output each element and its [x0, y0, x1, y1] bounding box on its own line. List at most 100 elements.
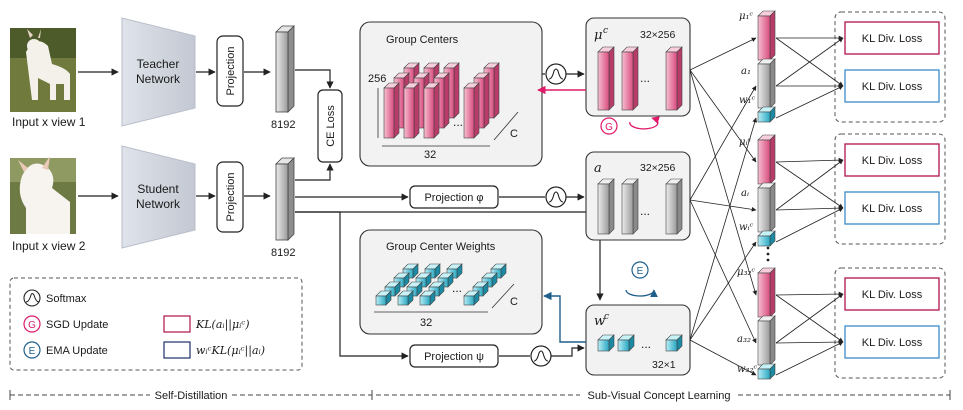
projection-psi-box: Projection ψ — [409, 344, 499, 368]
student-network-line2: Network — [136, 197, 181, 211]
stack-mu-vector — [757, 134, 776, 185]
mu-panel-ellipsis: ... — [640, 71, 650, 85]
label-mu32: μ₃₂ᶜ — [737, 267, 756, 278]
fan-line — [689, 199, 757, 212]
a-panel-bars — [597, 178, 683, 235]
projection-phi-box: Projection φ — [409, 185, 499, 209]
label-mu1: μ₁ᶜ — [739, 11, 754, 22]
kl-input-line — [775, 37, 844, 87]
w-panel-sup: c — [604, 312, 609, 322]
fan-line — [689, 69, 757, 163]
group-centers-256: 256 — [368, 73, 386, 85]
stack-w-vector — [757, 363, 776, 380]
mu-panel-size: 32×256 — [640, 29, 675, 41]
kl-loss-box-red — [844, 277, 940, 311]
ce-loss-box: CE Loss — [317, 89, 343, 163]
mu-bar — [665, 46, 683, 111]
group-centers-ellipsis: ... — [453, 115, 463, 129]
a-panel-size: 32×256 — [640, 162, 675, 174]
kl-input-line — [775, 341, 844, 376]
stack-mu-vector — [757, 267, 776, 318]
kl-input-line — [775, 294, 844, 343]
ema-badge-letter: E — [637, 266, 644, 277]
footer-sub-visual: Sub-Visual Concept Learning — [588, 390, 731, 402]
teacher-projection-box: Projection — [216, 35, 244, 107]
kl-loss-label-blue: KL Div. Loss — [862, 337, 923, 349]
vector-stacks — [757, 10, 776, 380]
sgd-cycle-icon — [629, 116, 660, 130]
group-centers-c: C — [510, 128, 518, 140]
softmax-icon-mu — [542, 63, 585, 85]
w-panel-cubes — [597, 334, 683, 352]
fan-out-lines — [689, 35, 844, 376]
mu-panel-sup: c — [603, 26, 608, 36]
legend-box — [9, 277, 303, 371]
kl-input-line — [775, 157, 844, 163]
weights-c: C — [510, 296, 518, 308]
stack-continuation-dots — [766, 246, 770, 262]
fan-line — [689, 241, 757, 341]
mu-panel-symbol: μ — [594, 28, 602, 43]
input-view1-label: Input x view 1 — [12, 115, 86, 129]
sgd-badge: G — [600, 117, 618, 135]
softmax-icon-a — [499, 186, 585, 208]
teacher-network: Teacher Network — [121, 17, 196, 127]
stack-w-vector — [757, 106, 776, 123]
kl-loss-label-red: KL Div. Loss — [862, 33, 923, 45]
stack-a-vector — [757, 315, 776, 366]
legend-ema-label: EMA Update — [46, 345, 108, 357]
mu-bar — [621, 46, 639, 111]
kl-loss-label-blue: KL Div. Loss — [862, 81, 923, 93]
group-centers-title: Group Centers — [386, 34, 459, 46]
ema-cycle-icon — [625, 289, 658, 298]
group-center-weight-cube — [463, 290, 480, 306]
kl-loss-box-blue — [844, 191, 940, 225]
kl-input-line — [775, 205, 844, 211]
legend-sgd-icon: G — [23, 315, 41, 333]
w-panel-symbol: w — [594, 314, 605, 329]
w-panel-size: 32×1 — [652, 359, 676, 371]
a-bar — [665, 178, 683, 235]
input-image-view2 — [10, 156, 76, 234]
w-cube — [617, 334, 635, 352]
legend-kl-red-label: KL(aᵢ||μᵢᶜ) — [195, 318, 250, 332]
legend-sgd-letter: G — [28, 320, 36, 331]
weights-32: 32 — [420, 317, 432, 329]
softmax-icon-w — [499, 344, 585, 367]
group-center-weight-cube — [375, 290, 392, 306]
teacher-feature-vector — [275, 25, 295, 113]
label-wi: wᵢᶜ — [739, 222, 754, 233]
legend-softmax-icon — [23, 289, 41, 307]
kl-loss-label-blue: KL Div. Loss — [862, 203, 923, 215]
legend-sgd-label: SGD Update — [46, 319, 108, 331]
mu-panel-bars — [597, 46, 683, 111]
fan-line — [689, 85, 757, 201]
arrow-teacher-ce — [295, 69, 334, 89]
label-a1: a₁ — [741, 66, 751, 77]
student-feature-vector — [275, 157, 295, 241]
kl-loss-groups: KL Div. Loss KL Div. Loss KL Div. Loss KL D… — [834, 11, 946, 379]
footer-self-distillation: Self-Distillation — [155, 390, 228, 402]
footer-bracket — [9, 390, 951, 400]
label-ai: aᵢ — [741, 188, 749, 199]
teacher-network-line2: Network — [136, 72, 181, 86]
ema-update-arrow — [543, 291, 586, 343]
w-panel-ellipsis: ... — [641, 337, 651, 351]
label-w32: w₃₂ᶜ — [737, 364, 758, 375]
input-image-view1 — [10, 28, 76, 112]
kl-input-line — [775, 85, 844, 119]
projection-phi-label: Projection φ — [424, 192, 483, 204]
stack-w-vector — [757, 230, 776, 247]
fan-line — [689, 69, 758, 296]
kl-loss-label-red: KL Div. Loss — [862, 289, 923, 301]
a-panel-ellipsis: ... — [640, 204, 650, 218]
student-network-line1: Student — [137, 182, 179, 196]
fan-line — [689, 199, 757, 344]
kl-loss-box-red — [844, 21, 940, 55]
input-view2-label: Input x view 2 — [12, 239, 86, 253]
kl-loss-box-blue — [844, 325, 940, 359]
group-center-bar — [403, 82, 420, 139]
a-panel-symbol: a — [594, 161, 602, 176]
